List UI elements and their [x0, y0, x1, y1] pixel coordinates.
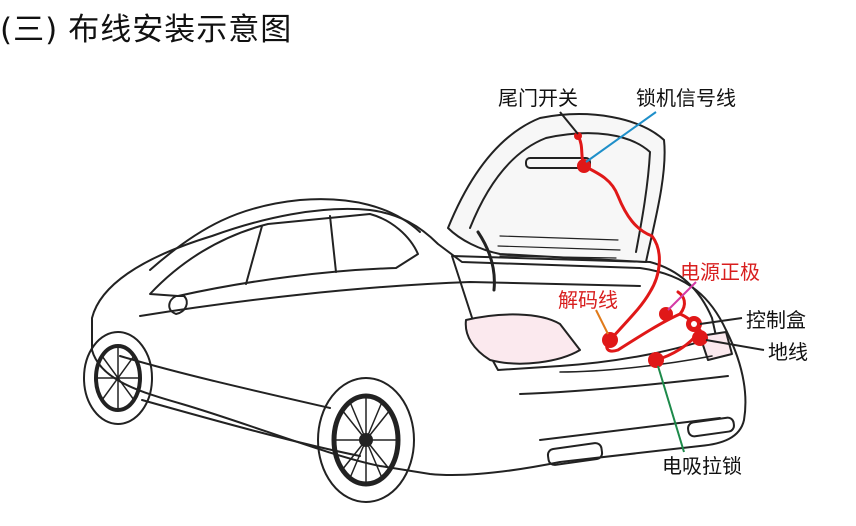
power-positive-leader [668, 282, 696, 310]
car-illustration [84, 114, 745, 502]
electric-lock-leader [658, 366, 684, 452]
electric-lock-node [648, 352, 664, 368]
label-decode-wire: 解码线 [558, 290, 618, 310]
label-control-box: 控制盒 [746, 310, 806, 330]
label-ground-wire: 地线 [768, 342, 808, 362]
label-power-positive: 电源正极 [680, 262, 760, 282]
label-lock-signal-wire: 锁机信号线 [636, 88, 736, 108]
label-tailgate-switch: 尾门开关 [498, 88, 578, 108]
ground-node [692, 330, 708, 346]
decode-node [602, 332, 618, 348]
power-positive-node [659, 307, 673, 321]
label-electric-suction-lock: 电吸拉锁 [662, 456, 742, 476]
decode-leader [596, 310, 608, 334]
